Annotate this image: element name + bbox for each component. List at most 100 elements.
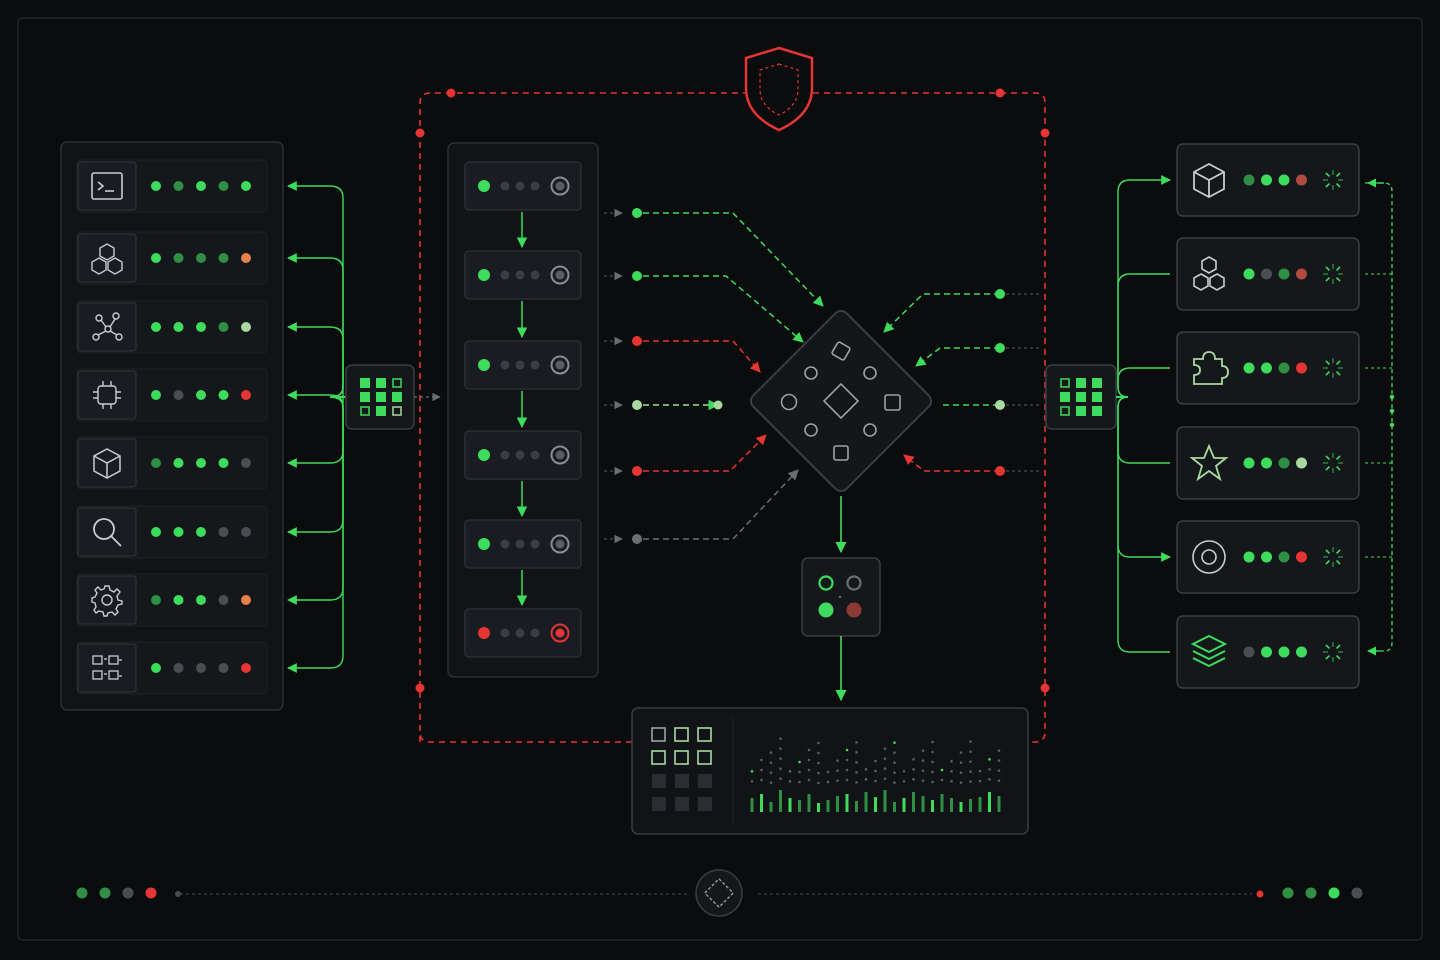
activity-dot [893, 771, 896, 774]
left-service-item[interactable] [76, 436, 268, 490]
status-dot [218, 527, 229, 537]
status-dot [151, 458, 161, 468]
activity-dot [921, 769, 925, 772]
activity-dot [826, 780, 830, 784]
pipeline-step[interactable] [464, 430, 582, 480]
activity-dot [817, 751, 820, 755]
step-ring-indicator [550, 445, 570, 465]
left-service-panel [60, 141, 284, 711]
pipeline-step[interactable] [464, 340, 582, 390]
qr-grid-icon [92, 655, 122, 680]
activity-bar [950, 798, 953, 812]
left-service-item[interactable] [76, 300, 268, 354]
grid-cell [360, 392, 370, 402]
status-dot [218, 181, 229, 191]
activity-dot [931, 740, 934, 744]
monitor-cell [674, 727, 689, 742]
right-service-card[interactable] [1176, 331, 1360, 405]
left-service-item[interactable] [76, 573, 268, 627]
activity-dot [874, 769, 877, 773]
right-service-card[interactable] [1176, 520, 1360, 594]
graph-nodes-icon [92, 312, 123, 341]
grid-cell [360, 378, 370, 388]
diamond-network-icon[interactable] [748, 308, 935, 495]
left-service-item[interactable] [76, 368, 268, 422]
grid-cell [1060, 392, 1070, 402]
flow-node [995, 400, 1005, 410]
pipeline-step[interactable] [464, 519, 582, 569]
activity-bar [788, 798, 792, 812]
timeline-center-button[interactable] [695, 869, 743, 917]
route-line [287, 396, 346, 537]
grid-cell [1076, 392, 1086, 402]
activity-dot [883, 747, 887, 750]
bus-line [1365, 182, 1393, 652]
right-router-node[interactable] [1045, 364, 1117, 430]
grid-cell [376, 378, 386, 388]
pipeline-step[interactable] [464, 250, 582, 300]
right-service-card[interactable] [1176, 237, 1360, 311]
left-service-item[interactable] [76, 505, 268, 559]
activity-dot [779, 777, 782, 780]
right-service-card[interactable] [1176, 615, 1360, 689]
activity-dot [855, 781, 858, 784]
flow-line [903, 454, 1000, 472]
status-dot [173, 595, 184, 605]
activity-bar [969, 799, 972, 812]
activity-bar [902, 798, 906, 812]
activity-dot [769, 771, 773, 774]
monitor-cell [698, 774, 712, 788]
footer-status-dot [1282, 887, 1294, 899]
activity-dot [940, 768, 944, 772]
left-service-item[interactable] [76, 641, 268, 695]
activity-dot [750, 780, 754, 783]
activity-dot [779, 757, 782, 760]
status-dot [241, 458, 251, 468]
left-router-node[interactable] [345, 364, 415, 430]
activity-dot [978, 769, 982, 773]
status-dot [218, 595, 229, 605]
activity-dot [997, 759, 1001, 762]
activity-dot [959, 751, 963, 754]
status-dot [1278, 174, 1290, 186]
pipeline-step[interactable] [464, 608, 582, 658]
status-dot [1296, 268, 1307, 280]
boundary-node [446, 88, 456, 98]
status-node[interactable] [801, 557, 881, 637]
activity-dot [912, 768, 915, 771]
right-service-card[interactable] [1176, 426, 1360, 500]
status-dot [1243, 551, 1255, 563]
activity-dot [921, 749, 925, 752]
left-service-item[interactable] [76, 231, 268, 285]
status-dot [196, 253, 206, 263]
right-service-card[interactable] [1176, 143, 1360, 217]
status-dot [515, 450, 525, 460]
activity-dot [845, 768, 849, 772]
activity-dot [893, 751, 896, 754]
activity-dot [779, 767, 782, 770]
footer-status-dot [1351, 887, 1363, 899]
status-dot [241, 253, 251, 263]
pipeline-step[interactable] [464, 161, 582, 211]
monitor-cell [675, 774, 689, 788]
flow-node [632, 534, 642, 544]
activity-dot [969, 750, 972, 753]
grid-cell [392, 406, 402, 416]
status-dot [173, 322, 184, 332]
flow-line [643, 275, 804, 343]
hub-input-flows [604, 208, 824, 544]
grid-cell [1092, 378, 1102, 388]
activity-dot [760, 758, 763, 762]
status-dot [1278, 362, 1290, 374]
activity-dot [988, 778, 991, 781]
activity-dot [978, 779, 982, 783]
activity-dot [807, 748, 811, 752]
bus-node [1389, 408, 1395, 414]
left-service-item[interactable] [76, 159, 268, 213]
activity-bar [855, 801, 858, 812]
left-routing-lines [287, 181, 346, 673]
activity-bar [779, 790, 782, 812]
status-dot [151, 322, 161, 332]
activity-bar [750, 798, 754, 812]
pipeline-panel [447, 142, 599, 678]
